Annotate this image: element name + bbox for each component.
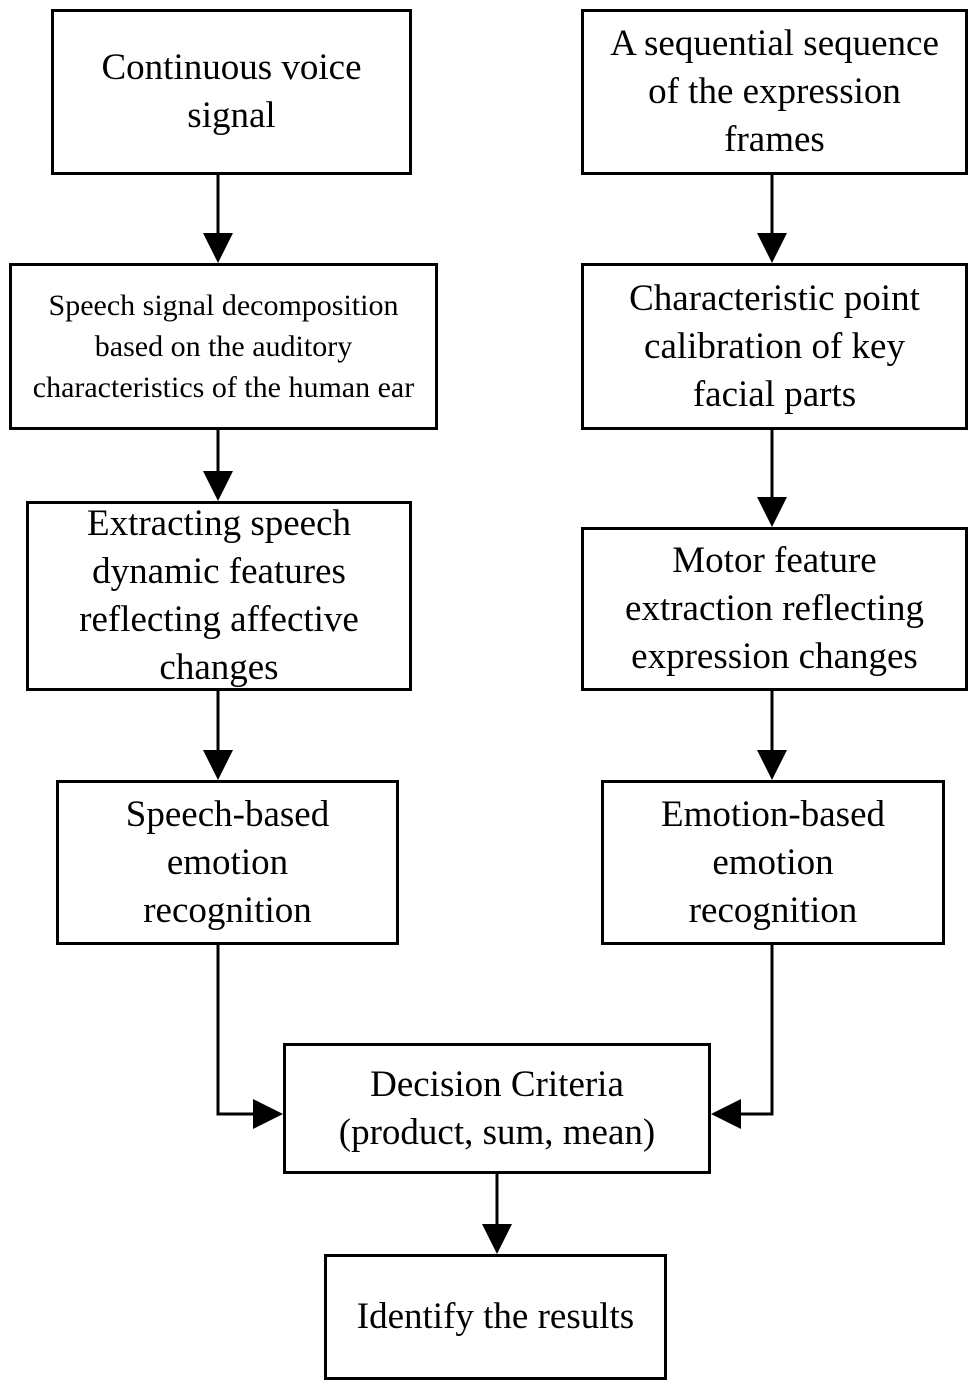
node-label: Characteristic point calibration of key … [629, 277, 920, 415]
arrow-speech-recognition-to-decision [216, 944, 283, 1129]
node-characteristic-point-calibration: Characteristic point calibration of key … [581, 263, 968, 430]
node-identify-results: Identify the results [324, 1254, 667, 1380]
node-speech-based-emotion-recognition: Speech-based emotion recognition [56, 780, 399, 945]
node-label: Decision Criteria (product, sum, mean) [338, 1063, 656, 1153]
node-emotion-based-emotion-recognition: Emotion-based emotion recognition [601, 780, 945, 945]
node-label: Identify the results [356, 1296, 635, 1337]
arrow-emotion-recognition-to-decision [711, 944, 774, 1129]
node-speech-signal-decomposition: Speech signal decomposition based on the… [9, 263, 438, 430]
node-extracting-speech-dynamic-features: Extracting speech dynamic features refle… [26, 501, 412, 691]
node-label: Extracting speech dynamic features refle… [79, 503, 359, 688]
node-continuous-voice-signal: Continuous voice signal [51, 9, 412, 175]
node-motor-feature-extraction: Motor feature extraction reflecting expr… [581, 527, 968, 691]
node-label: Emotion-based emotion recognition [660, 793, 885, 931]
node-label: Speech signal decomposition based on the… [32, 289, 415, 404]
node-label: Speech-based emotion recognition [125, 793, 330, 931]
node-label: Motor feature extraction reflecting expr… [625, 540, 924, 677]
node-label: Continuous voice signal [101, 47, 362, 136]
node-sequential-expression-frames: A sequential sequence of the expression … [581, 9, 968, 175]
node-label: A sequential sequence of the expression … [610, 23, 939, 160]
node-decision-criteria: Decision Criteria (product, sum, mean) [283, 1043, 711, 1174]
